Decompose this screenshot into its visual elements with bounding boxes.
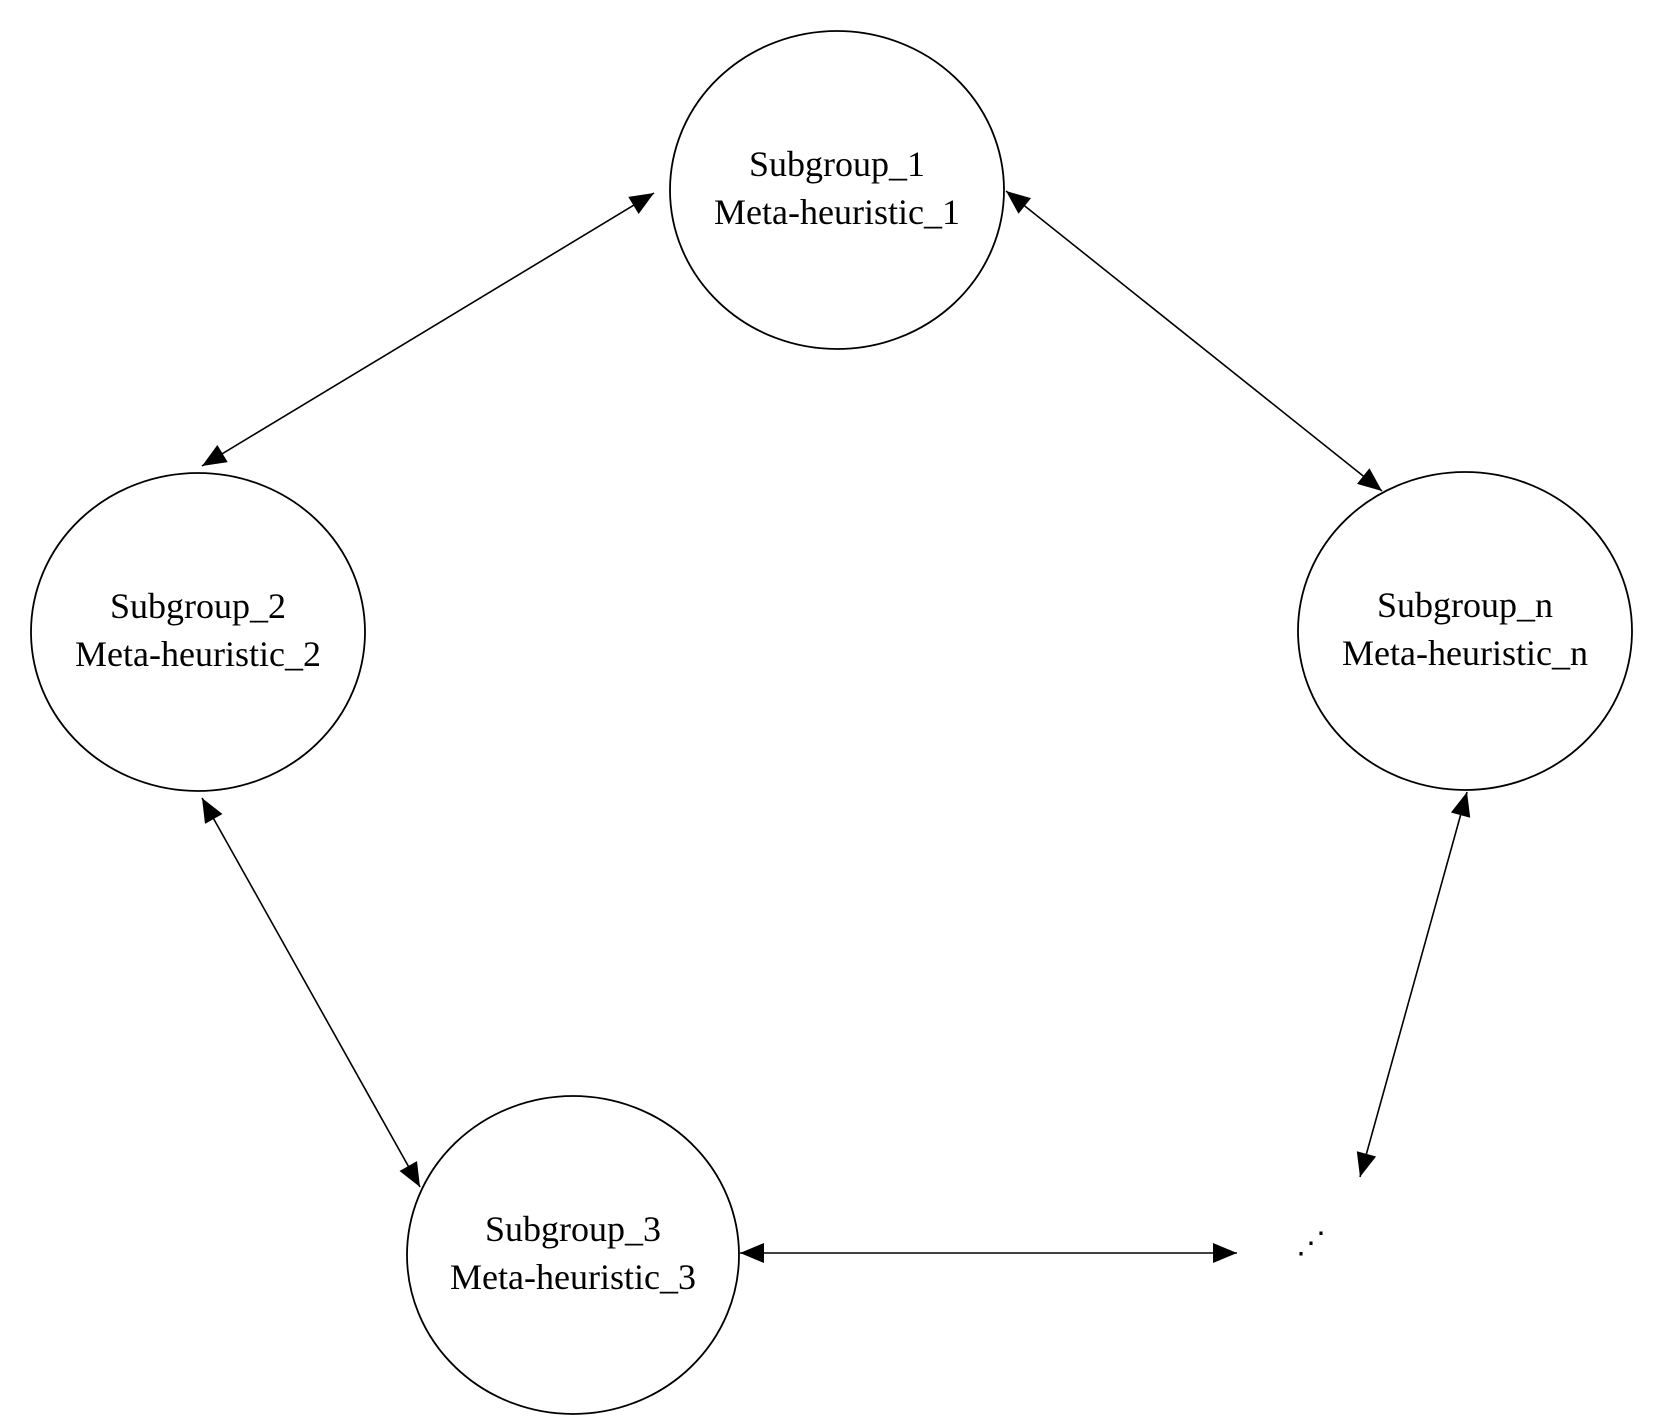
node-circle bbox=[1297, 471, 1633, 791]
node-heuristic-label: Meta-heuristic_n bbox=[1342, 633, 1588, 673]
edges bbox=[201, 190, 1471, 1263]
node-subgroup-label: Subgroup_1 bbox=[749, 144, 925, 184]
node-subgroup-1: Subgroup_1 Meta-heuristic_1 bbox=[669, 30, 1005, 350]
node-heuristic-label: Meta-heuristic_1 bbox=[714, 192, 960, 232]
edge-n1-n2 bbox=[201, 192, 655, 467]
node-subgroup-label: Subgroup_2 bbox=[110, 586, 286, 626]
ellipsis-more-nodes: ⋰ bbox=[1296, 1227, 1326, 1260]
node-subgroup-n: Subgroup_n Meta-heuristic_n bbox=[1297, 471, 1633, 791]
node-circle bbox=[669, 30, 1005, 350]
node-subgroup-label: Subgroup_n bbox=[1377, 585, 1553, 625]
node-subgroup-3: Subgroup_3 Meta-heuristic_3 bbox=[406, 1095, 740, 1415]
edge-ellipsis-nn bbox=[1356, 791, 1471, 1178]
node-heuristic-label: Meta-heuristic_2 bbox=[75, 634, 321, 674]
node-circle bbox=[30, 472, 366, 792]
edge-n2-n3 bbox=[201, 797, 421, 1188]
node-subgroup-label: Subgroup_3 bbox=[485, 1209, 661, 1249]
node-subgroup-2: Subgroup_2 Meta-heuristic_2 bbox=[30, 472, 366, 792]
edge-nn-n1 bbox=[1005, 190, 1383, 492]
node-circle bbox=[406, 1095, 740, 1415]
node-heuristic-label: Meta-heuristic_3 bbox=[450, 1257, 696, 1297]
